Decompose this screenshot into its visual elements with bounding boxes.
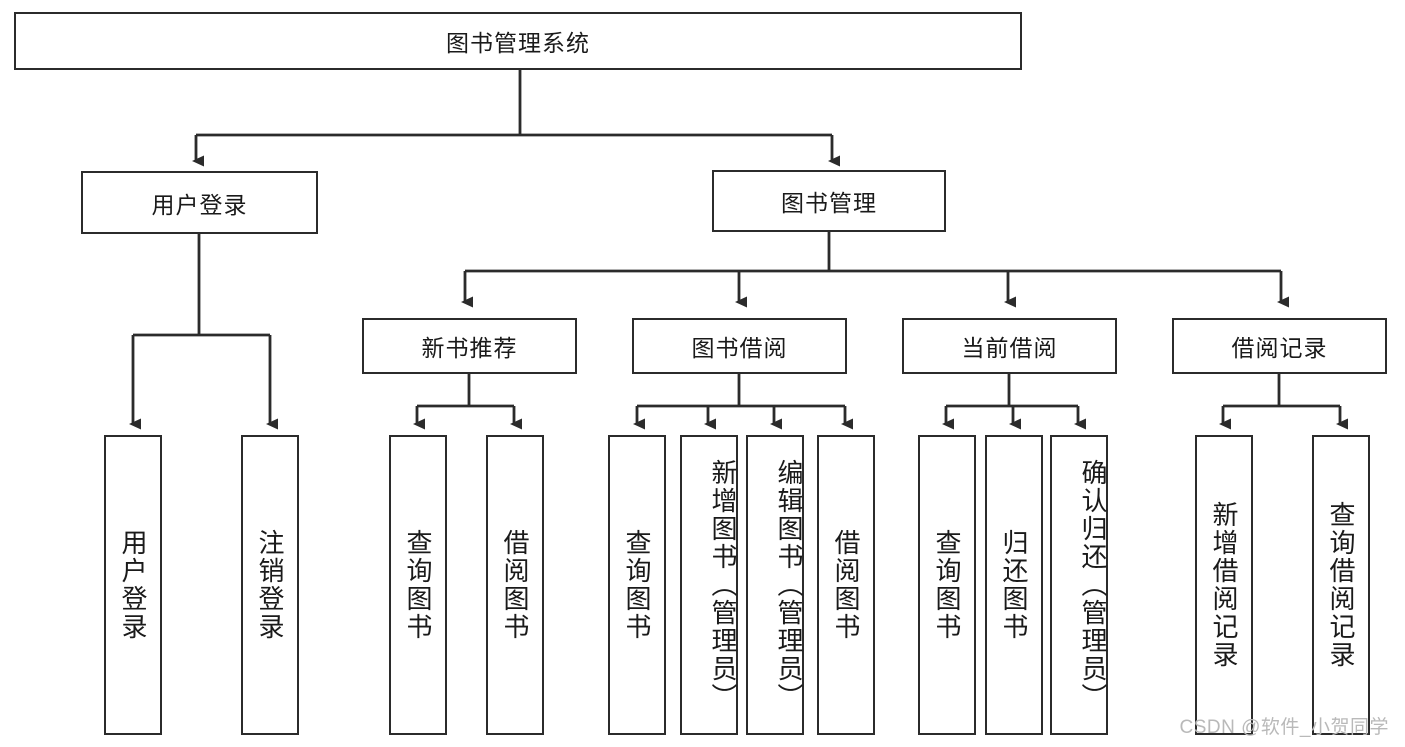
node-label: 编辑图书（管理员） [774,459,804,711]
node-label: 图书借阅 [691,335,788,361]
node-label: 新增图书（管理员） [708,459,738,711]
node-label: 查询图书 [622,529,652,641]
leaf-query-book-current[interactable]: 查询图书 [918,435,976,735]
node-label: 用户登录 [151,191,248,218]
node-label: 注销登录 [255,529,285,641]
node-label: 用户登录 [118,529,148,641]
node-label: 归还图书 [999,529,1029,641]
node-book-borrow[interactable]: 图书借阅 [632,318,847,374]
node-root-book-management-system[interactable]: 图书管理系统 [14,12,1022,70]
leaf-add-borrow-record[interactable]: 新增借阅记录 [1195,435,1253,735]
node-label: 查询图书 [932,529,962,641]
leaf-confirm-return-admin[interactable]: 确认归还（管理员） [1050,435,1108,735]
leaf-borrow-book-recommend[interactable]: 借阅图书 [486,435,544,735]
node-label: 当前借阅 [961,335,1058,361]
node-label: 借阅图书 [500,529,530,641]
node-label: 确认归还（管理员） [1078,459,1108,711]
node-label: 查询图书 [403,529,433,641]
leaf-edit-book-admin[interactable]: 编辑图书（管理员） [746,435,804,735]
leaf-query-book-borrow[interactable]: 查询图书 [608,435,666,735]
leaf-borrow-book-borrow[interactable]: 借阅图书 [817,435,875,735]
leaf-logout-login[interactable]: 注销登录 [241,435,299,735]
node-label: 图书管理系统 [446,30,590,56]
leaf-return-book[interactable]: 归还图书 [985,435,1043,735]
leaf-add-book-admin[interactable]: 新增图书（管理员） [680,435,738,735]
node-label: 图书管理 [781,190,877,216]
node-borrow-record[interactable]: 借阅记录 [1172,318,1387,374]
node-user-login[interactable]: 用户登录 [81,171,318,234]
leaf-user-login[interactable]: 用户登录 [104,435,162,735]
node-current-borrow[interactable]: 当前借阅 [902,318,1117,374]
leaf-query-borrow-record[interactable]: 查询借阅记录 [1312,435,1370,735]
node-label: 借阅记录 [1231,335,1328,361]
node-label: 新增借阅记录 [1209,501,1239,669]
leaf-query-book-recommend[interactable]: 查询图书 [389,435,447,735]
node-label: 借阅图书 [831,529,861,641]
node-label: 新书推荐 [421,335,518,361]
watermark: CSDN @软件_小贺同学 [1179,717,1389,738]
node-label: 查询借阅记录 [1326,501,1356,669]
node-book-manage[interactable]: 图书管理 [712,170,946,232]
node-new-book-recommend[interactable]: 新书推荐 [362,318,577,374]
